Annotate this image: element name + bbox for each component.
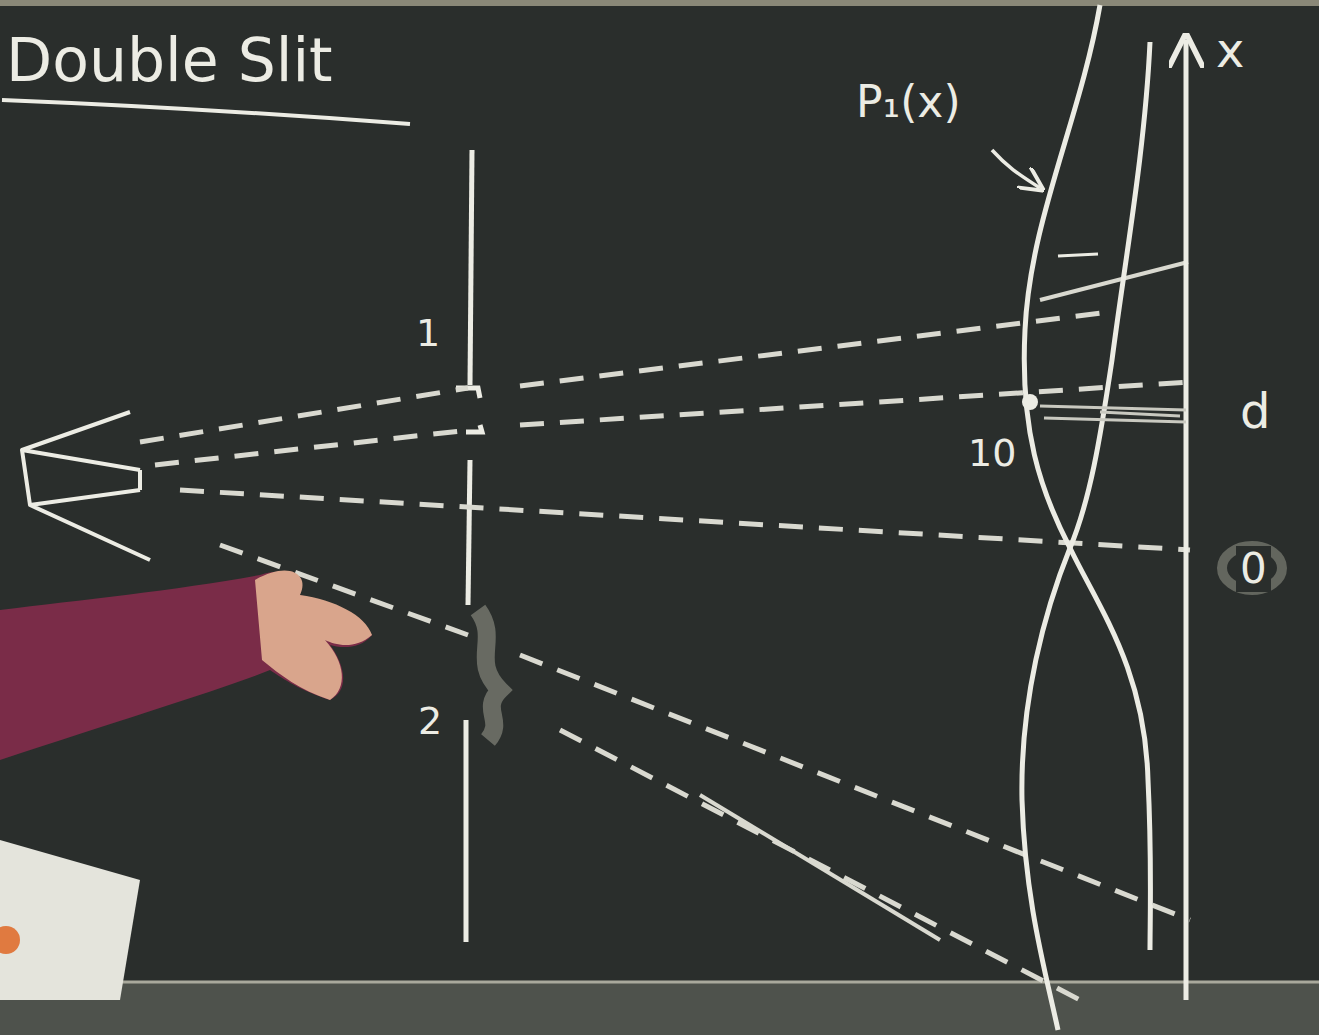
tray-edge xyxy=(0,981,1319,984)
ray-solid xyxy=(1040,262,1188,300)
axis-label: x xyxy=(1212,24,1248,76)
source-arrow xyxy=(22,412,150,560)
screen-axis xyxy=(1184,40,1189,1000)
barrier-wall xyxy=(470,150,472,385)
finger-tip xyxy=(0,926,20,954)
callout-number: d xyxy=(1236,385,1274,437)
ray xyxy=(140,388,468,442)
probability-curve-2 xyxy=(1022,42,1150,1030)
ray-solid xyxy=(700,795,940,940)
ray xyxy=(520,655,1190,920)
ray xyxy=(560,730,1080,1000)
callout-number: 0 xyxy=(1236,546,1271,592)
slit-1-edges xyxy=(456,388,482,432)
callout-number: 10 xyxy=(964,432,1020,474)
title-underline xyxy=(2,100,410,124)
board-title: Double Slit xyxy=(2,28,337,92)
barrier-wall xyxy=(464,720,469,942)
board-frame xyxy=(0,0,1319,6)
barrier xyxy=(456,150,482,942)
ray xyxy=(155,430,470,465)
chalk-tray xyxy=(0,982,1319,1035)
ray xyxy=(180,490,1190,550)
ray xyxy=(520,312,1110,386)
scribble-line xyxy=(1100,412,1180,416)
probability-curve-1 xyxy=(1024,5,1150,950)
tick-mark xyxy=(1058,254,1098,256)
point-dot xyxy=(1022,394,1038,410)
d-scribble xyxy=(1040,406,1186,422)
scribble-line xyxy=(1044,418,1186,422)
paper-sheet xyxy=(0,840,140,1000)
ray xyxy=(520,382,1190,425)
curve-label: P₁(x) xyxy=(852,78,965,126)
leader-arrow xyxy=(992,150,1040,188)
callout-number: 2 xyxy=(414,700,446,742)
erased-slit-2 xyxy=(478,610,500,740)
barrier-wall xyxy=(468,460,470,605)
callout-number: 1 xyxy=(412,312,444,354)
scribble-line xyxy=(1040,406,1186,410)
source-arrow-outline xyxy=(22,412,150,560)
lecturer-hand xyxy=(255,571,372,700)
